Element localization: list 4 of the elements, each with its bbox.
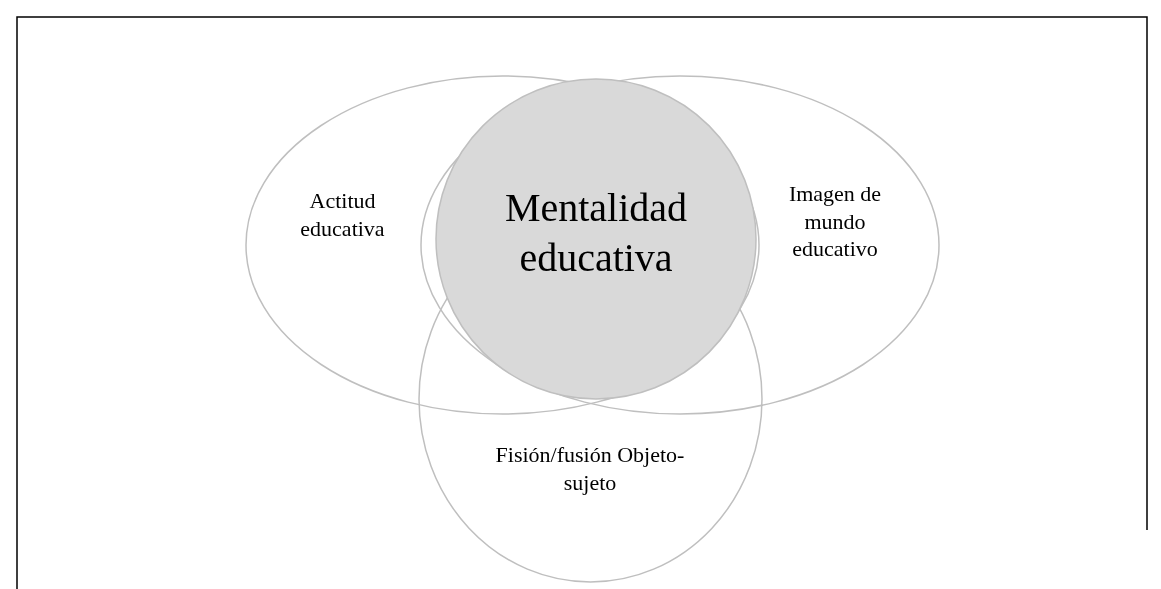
- region-label: Mentalidad educativa: [503, 184, 689, 282]
- region-label: Actitud educativa: [299, 187, 386, 242]
- region-label: Imagen de mundo educativo: [787, 180, 883, 263]
- region-label: Fisión/fusión Objeto-sujeto: [494, 441, 686, 496]
